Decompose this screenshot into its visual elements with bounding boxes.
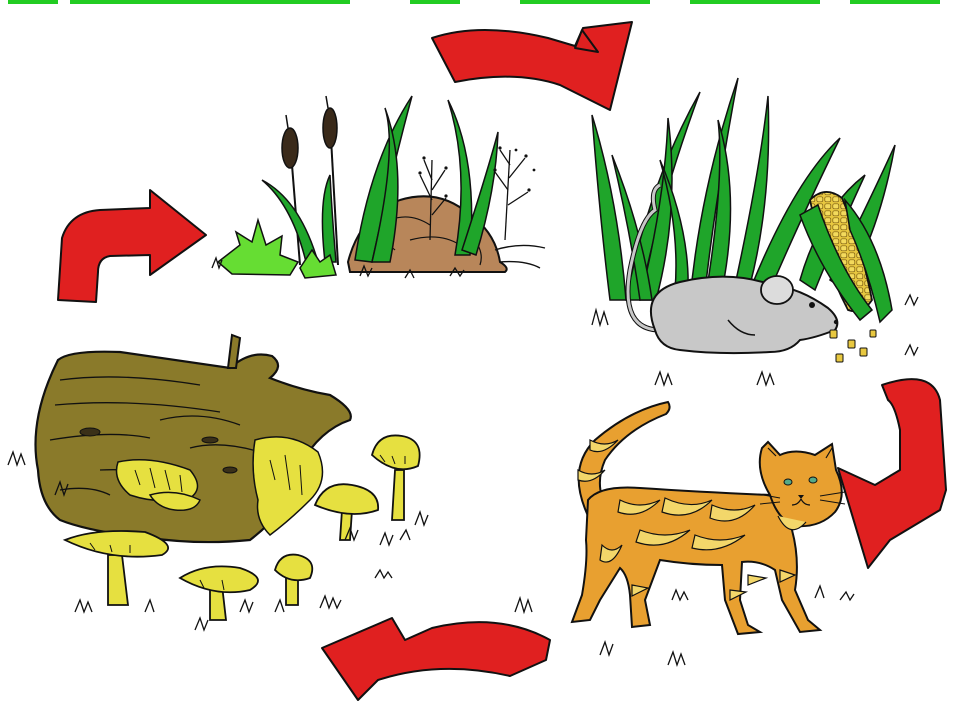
rotting-log-with-mushrooms-icon (7, 333, 429, 632)
arrow-icon (837, 378, 947, 569)
mouse-eating-corn-icon (591, 77, 919, 388)
soil-and-plants-icon (211, 95, 546, 279)
arrow-icon (321, 617, 551, 701)
corn-icon (799, 191, 893, 324)
arrow-icon (57, 189, 207, 303)
top-border (8, 0, 940, 4)
arrow-icon (431, 21, 633, 111)
cat-icon (514, 400, 855, 668)
